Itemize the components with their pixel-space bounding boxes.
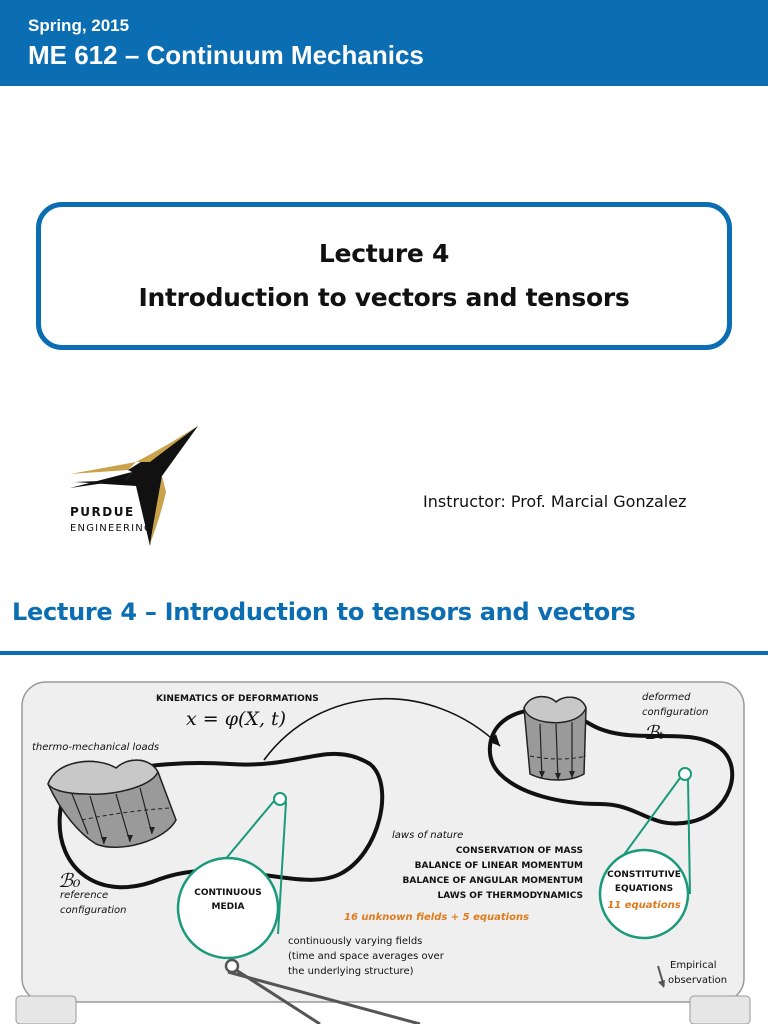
deformed-material-block [523,695,587,781]
constitutive-zoom [598,767,692,940]
continuous-media-zoom [176,792,287,960]
law-angular-momentum: BALANCE OF ANGULAR MOMENTUM [402,876,583,886]
reference-material-block [47,759,177,849]
lecture-number: Lecture 4 [318,239,450,268]
constitutive-line1: CONSTITUTIVE [607,870,681,880]
deformed-symbol: ℬₜ [644,722,664,744]
continuum-mechanics-diagram: KINEMATICS OF DEFORMATIONS x = φ(X, t) t… [0,664,768,1024]
empirical-arrowhead [658,980,665,988]
law-linear-momentum: BALANCE OF LINEAR MOMENTUM [414,861,583,871]
fields-note-line1: continuously varying fields [288,936,423,947]
reference-symbol: ℬ₀ [58,870,81,892]
frame-pedestal-left [15,995,77,1024]
deformed-label-line1: deformed [642,692,691,703]
loads-label: thermo-mechanical loads [32,742,160,753]
continuous-media-line1: CONTINUOUS [194,888,262,898]
constitutive-line2: EQUATIONS [614,884,674,894]
slide2-title: Lecture 4 – Introduction to tensors and … [12,598,636,626]
header-course-title: ME 612 – Continuum Mechanics [28,40,424,70]
deformed-configuration-outline [487,707,735,826]
slide-header-bar: Spring, 2015 ME 612 – Continuum Mechanic… [0,0,768,86]
empirical-label-line2: observation [668,975,728,986]
reference-label-line2: configuration [60,905,127,916]
microstructure-zoom [224,958,421,1024]
instructor-line: Instructor: Prof. Marcial Gonzalez [423,492,687,511]
empirical-label-line1: Empirical [670,960,717,971]
purdue-engineering-logo: PURDUE ENGINEERING [70,426,198,546]
mapping-arrowhead [489,734,500,746]
continuous-media-line2: MEDIA [211,902,245,912]
logo-text-purdue: PURDUE [70,505,135,519]
deformation-mapping-arrow [263,698,501,761]
laws-of-nature-label: laws of nature [392,830,464,841]
deformed-label-line2: configuration [642,707,709,718]
reference-configuration-outline [57,751,385,890]
constitutive-equation-count: 11 equations [607,900,681,911]
law-conservation-of-mass: CONSERVATION OF MASS [455,846,583,856]
law-thermodynamics: LAWS OF THERMODYNAMICS [437,891,583,901]
fields-note-line2: (time and space averages over [288,951,444,962]
logo-text-engineering: ENGINEERING [70,523,153,534]
kinematics-label: KINEMATICS OF DEFORMATIONS [156,694,319,704]
fields-note-line3: the underlying structure) [288,966,414,977]
header-subtitle: Spring, 2015 [28,16,130,35]
reference-label-line1: reference [60,890,109,901]
lecture-title-box: Lecture 4 Introduction to vectors and te… [36,202,732,350]
frame-pedestal-right [689,995,751,1024]
slide2-divider [0,651,768,655]
diagram-graphics [15,681,751,1024]
map-equation: x = φ(X, t) [186,708,287,730]
unknown-fields-count: 16 unknown fields + 5 equations [344,912,530,923]
lecture-topic: Introduction to vectors and tensors [138,283,630,312]
